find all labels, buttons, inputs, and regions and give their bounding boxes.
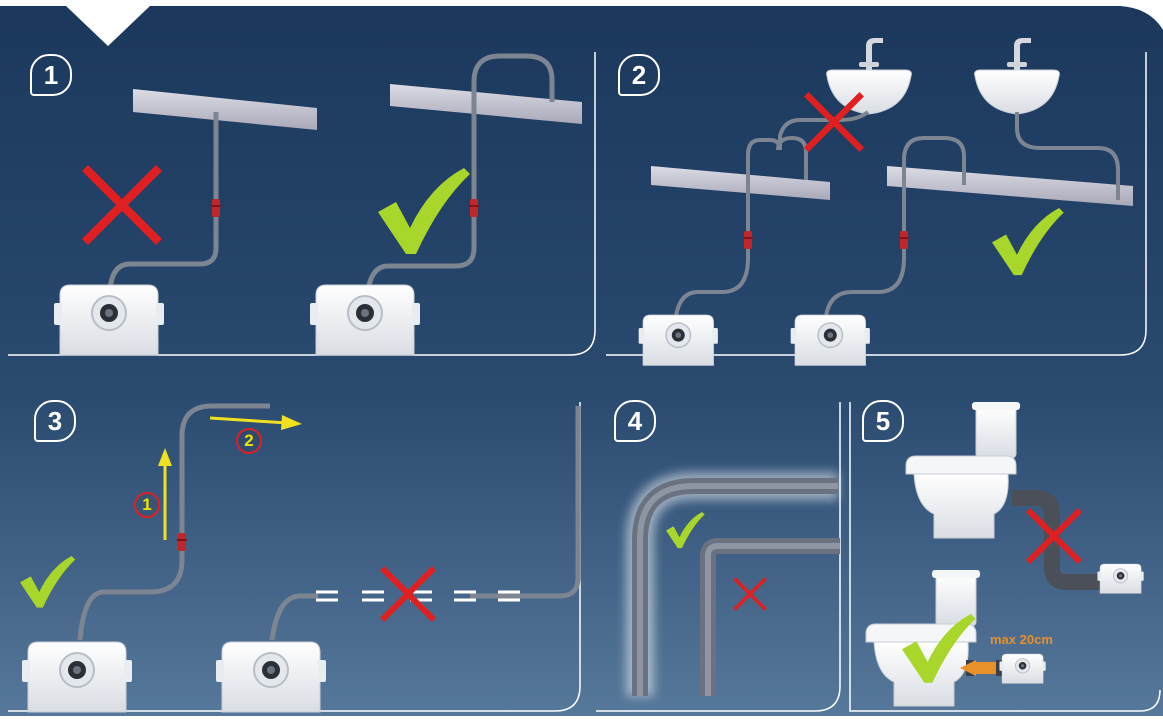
- panel-5-number: 5: [862, 400, 904, 442]
- max-distance-label: max 20cm: [990, 632, 1053, 647]
- pipe: [470, 406, 581, 599]
- pipe: [1015, 112, 1120, 200]
- arrow-right: [209, 416, 289, 425]
- arrow-icon: [960, 660, 976, 676]
- valve: [177, 533, 187, 551]
- panel-1-diagram: [53, 53, 582, 356]
- pump-unit: [789, 314, 871, 367]
- beam: [651, 166, 830, 200]
- panel-borders: [8, 52, 1161, 712]
- pump-unit: [309, 284, 421, 356]
- pipe: [365, 53, 555, 291]
- panel-3-number: 3: [34, 400, 76, 442]
- pump-unit: [215, 641, 327, 713]
- panel-2-diagram: [637, 37, 1133, 367]
- pipe: [77, 403, 270, 641]
- beam: [887, 166, 1133, 206]
- panel-2-number: 2: [618, 54, 660, 96]
- pipe: [107, 112, 219, 291]
- pump-unit: [1097, 563, 1145, 594]
- pump-unit: [999, 653, 1047, 684]
- pipe: [674, 110, 870, 317]
- valve: [469, 199, 479, 217]
- step-2-badge: 2: [236, 428, 262, 454]
- step-1-badge: 1: [134, 492, 160, 518]
- panel-5-diagram: [865, 401, 1145, 707]
- pump-unit: [21, 641, 133, 713]
- beam: [133, 89, 317, 130]
- valve: [211, 199, 221, 217]
- panel-1-number: 1: [30, 54, 72, 96]
- beam: [390, 84, 582, 124]
- valve: [899, 231, 909, 249]
- panel-4-number: 4: [614, 400, 656, 442]
- pump-unit: [637, 314, 719, 367]
- valve: [743, 231, 753, 249]
- panel-4-diagram: [626, 472, 840, 696]
- pump-unit: [53, 284, 165, 356]
- pipe: [824, 136, 966, 317]
- panel-3-diagram: [20, 403, 581, 713]
